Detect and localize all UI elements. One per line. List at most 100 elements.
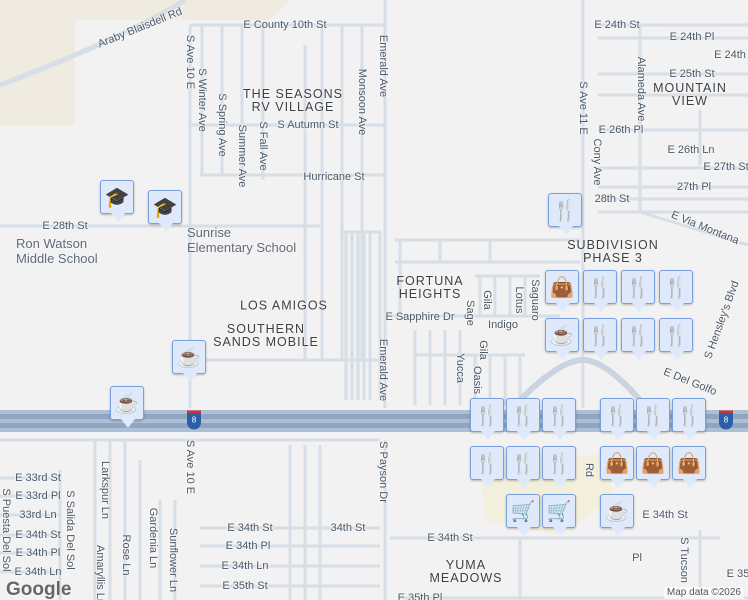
street-label: E 34th St (227, 522, 273, 534)
restaurant-icon: 🍴 (510, 404, 536, 427)
restaurant-icon: 🍴 (474, 452, 500, 475)
restaurant-marker[interactable]: 🍴 (659, 318, 693, 360)
school-marker[interactable]: 🎓 (148, 190, 182, 232)
shopping-marker[interactable]: 👜 (600, 446, 634, 488)
restaurant-icon: 🍴 (587, 276, 613, 299)
street-label: Lotus (513, 286, 525, 314)
cart-marker[interactable]: 🛒 (506, 494, 540, 536)
cart-icon: 🛒 (510, 500, 536, 523)
street-label: Yucca (454, 353, 466, 383)
street-label: Summer Ave (236, 124, 248, 188)
restaurant-icon: 🍴 (587, 324, 613, 347)
street-label: E 34th St (642, 509, 688, 521)
street-label: Emerald Ave (377, 338, 389, 402)
restaurant-marker[interactable]: 🍴 (636, 398, 670, 440)
street-label: S Spring Ave (216, 93, 228, 157)
coffee-icon: ☕ (604, 500, 630, 523)
coffee-marker[interactable]: ☕ (172, 340, 206, 382)
street-label: E Sapphire Dr (385, 311, 455, 323)
cart-marker[interactable]: 🛒 (542, 494, 576, 536)
street-label: S Payson Dr (377, 441, 389, 503)
street-label: S Ave 10 E (184, 34, 196, 90)
street-label: E 24th St (594, 19, 640, 31)
street-label: Amaryllis Ln (94, 545, 106, 600)
restaurant-marker[interactable]: 🍴 (548, 193, 582, 235)
coffee-marker[interactable]: ☕ (545, 318, 579, 360)
google-logo: Google (6, 579, 72, 600)
map-attribution[interactable]: Map data ©2026 (663, 587, 744, 599)
street-label: S Tucson (678, 537, 690, 583)
shopping-icon: 👜 (549, 276, 575, 299)
street-label: 27th Pl (676, 181, 712, 193)
restaurant-marker[interactable]: 🍴 (542, 398, 576, 440)
restaurant-marker[interactable]: 🍴 (583, 270, 617, 312)
coffee-marker[interactable]: ☕ (600, 494, 634, 536)
street-label: E 34th St (427, 532, 473, 544)
street-label: Saguaro (529, 279, 541, 321)
coffee-icon: ☕ (549, 324, 575, 347)
street-label: E County 10th St (243, 19, 327, 31)
restaurant-icon: 🍴 (604, 404, 630, 427)
shopping-icon: 👜 (640, 452, 666, 475)
street-label: E 34th Ln (221, 560, 269, 572)
street-label: E 35th Pl (397, 592, 443, 600)
restaurant-marker[interactable]: 🍴 (659, 270, 693, 312)
street-label: Hurricane St (303, 171, 365, 183)
street-label: S Fall Ave (257, 121, 269, 171)
restaurant-icon: 🍴 (625, 276, 651, 299)
street-label: E 27th St (703, 161, 748, 173)
street-label: E 24th (714, 49, 746, 61)
restaurant-marker[interactable]: 🍴 (506, 398, 540, 440)
restaurant-marker[interactable]: 🍴 (621, 270, 655, 312)
street-label: S Ave 10 E (184, 439, 196, 495)
restaurant-marker[interactable]: 🍴 (470, 446, 504, 488)
restaurant-marker[interactable]: 🍴 (600, 398, 634, 440)
restaurant-marker[interactable]: 🍴 (583, 318, 617, 360)
street-label: E 25th St (669, 68, 715, 80)
coffee-marker[interactable]: ☕ (110, 386, 144, 428)
shopping-marker[interactable]: 👜 (545, 270, 579, 312)
restaurant-marker[interactable]: 🍴 (470, 398, 504, 440)
street-label: E 33rd St (15, 472, 61, 484)
street-label: Gila (477, 340, 489, 360)
street-label: 33rd Ln (19, 509, 57, 521)
street-label: E 26th Ln (667, 144, 715, 156)
school-marker[interactable]: 🎓 (100, 180, 134, 222)
coffee-icon: ☕ (176, 346, 202, 369)
restaurant-icon: 🍴 (546, 404, 572, 427)
street-label: Sunflower Ln (167, 527, 179, 593)
street-label: 28th St (594, 193, 630, 205)
restaurant-marker[interactable]: 🍴 (621, 318, 655, 360)
school-icon: 🎓 (104, 186, 130, 209)
interstate-shield: 8 (719, 410, 733, 430)
restaurant-marker[interactable]: 🍴 (542, 446, 576, 488)
street-label: S Ave 11 E (577, 81, 589, 135)
shopping-icon: 👜 (604, 452, 630, 475)
shopping-marker[interactable]: 👜 (636, 446, 670, 488)
street-label: Oasis (471, 365, 483, 395)
street-label: E 35th St (222, 580, 268, 592)
street-label: E 34th Pl (15, 547, 61, 559)
restaurant-marker[interactable]: 🍴 (506, 446, 540, 488)
shopping-marker[interactable]: 👜 (672, 446, 706, 488)
street-label: S Autumn St (277, 119, 339, 131)
street-label: 34th St (330, 522, 366, 534)
street-label: S Winter Ave (196, 68, 208, 132)
cart-icon: 🛒 (546, 500, 572, 523)
street-label: E 35 (726, 568, 748, 580)
coffee-icon: ☕ (114, 392, 140, 415)
street-label: E 33rd Pl (15, 490, 61, 502)
restaurant-icon: 🍴 (474, 404, 500, 427)
street-label: E 34th Ln (14, 566, 62, 578)
restaurant-icon: 🍴 (546, 452, 572, 475)
street-label: E 34th Pl (225, 540, 271, 552)
restaurant-marker[interactable]: 🍴 (672, 398, 706, 440)
street-label: Gardenia Ln (147, 507, 159, 569)
